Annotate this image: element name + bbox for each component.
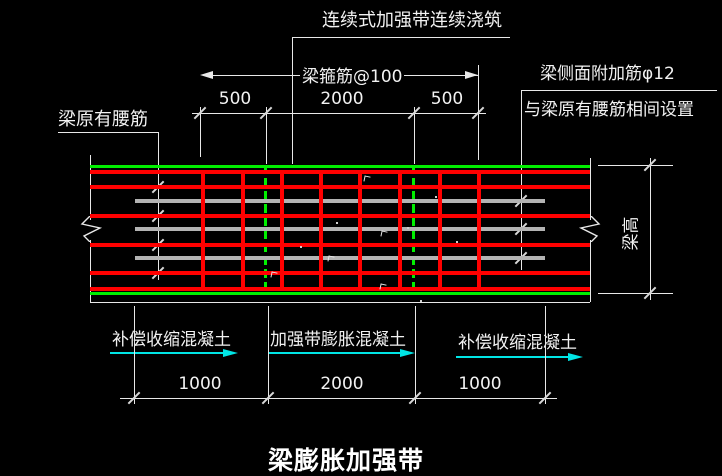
zone-left-arrow-icon: [223, 349, 238, 357]
stirrup-bar: [398, 170, 402, 291]
hook-mark-icon: [270, 271, 278, 279]
top-note-underline: [292, 37, 510, 38]
right-note-line2-label: 与梁原有腰筋相间设置: [524, 100, 694, 120]
left-note-underline: [58, 132, 159, 133]
ext-line-bottom-1: [134, 306, 135, 404]
zone-left-label: 补偿收缩混凝土: [112, 330, 231, 350]
speck: [336, 222, 338, 224]
added-side-bar: [135, 199, 545, 203]
stirrup-bar: [477, 170, 481, 291]
stirrup-bar: [241, 170, 245, 291]
dim-top-left: 500: [218, 89, 252, 109]
dim-bottom-left: 1000: [178, 374, 222, 394]
stirrup-dim-line-left: [203, 75, 300, 76]
speck: [300, 246, 302, 248]
stirrup-bar: [280, 170, 284, 291]
stirrup-bar: [438, 170, 442, 291]
drawing-title: 梁膨胀加强带: [268, 446, 425, 475]
beam-bottom-outline: [90, 302, 590, 303]
rebar-row: [90, 214, 590, 218]
added-side-bar: [135, 227, 545, 231]
rebar-row: [90, 185, 590, 189]
dim-top-right: 500: [430, 89, 464, 109]
left-note-leader-line: [158, 132, 159, 280]
rebar-row: [90, 271, 590, 275]
hook-mark-icon: [327, 255, 335, 263]
ext-line-bottom-2: [268, 306, 269, 404]
zone-right-label: 补偿收缩混凝土: [458, 333, 577, 353]
rebar-row: [90, 287, 590, 291]
top-dim-line: [192, 113, 486, 114]
zone-left-leader: [110, 352, 225, 354]
beam-height-ext-top: [598, 165, 673, 166]
speck: [456, 241, 458, 243]
speck: [420, 300, 422, 302]
stirrup-bar: [319, 170, 323, 291]
zone-right-leader: [456, 356, 570, 358]
beam-height-label: 梁高: [621, 216, 642, 251]
rebar-row: [90, 170, 590, 174]
stirrup-bar: [358, 170, 362, 291]
right-note-leader-line: [521, 90, 522, 270]
top-note-leader-line: [292, 37, 293, 164]
speck: [435, 196, 437, 198]
stirrup-note-label: 梁箍筋@100: [302, 67, 403, 87]
stirrup-bar: [201, 170, 205, 291]
ext-line-bottom-4: [545, 306, 546, 404]
left-note-label: 梁原有腰筋: [58, 109, 148, 130]
beam-height-dim-line: [650, 158, 651, 300]
break-symbol-right-icon: [578, 216, 601, 242]
hook-mark-icon: [379, 283, 387, 291]
beam-right-edge: [590, 158, 591, 220]
top-note-label: 连续式加强带连续浇筑: [322, 10, 502, 31]
speck: [407, 227, 409, 229]
dim-bottom-middle: 2000: [320, 374, 364, 394]
zone-middle-arrow-icon: [400, 349, 415, 357]
stirrup-dim-arrow-left-icon: [200, 71, 213, 79]
stirrup-dim-arrow-right-icon: [465, 71, 478, 79]
zone-middle-leader: [268, 352, 402, 354]
zone-right-arrow-icon: [568, 353, 583, 361]
rebar-row: [90, 243, 590, 247]
ext-line-top-3: [414, 107, 415, 164]
ext-line-bottom-3: [415, 306, 416, 404]
beam-bottom-green-line: [90, 292, 590, 295]
hook-mark-icon: [380, 230, 388, 238]
dim-bottom-right: 1000: [458, 374, 502, 394]
dim-top-middle: 2000: [320, 89, 364, 109]
zone-middle-label: 加强带膨胀混凝土: [270, 330, 406, 350]
beam-height-ext-bottom: [598, 293, 673, 294]
added-side-bar: [135, 256, 545, 260]
break-symbol-left-icon: [80, 216, 103, 242]
right-note-underline: [521, 90, 717, 91]
beam-top-green-line: [90, 165, 590, 168]
beam-right-edge: [590, 240, 591, 302]
ext-line-top-2: [266, 107, 267, 164]
hook-mark-icon: [363, 175, 371, 183]
ext-line-top-1: [200, 107, 201, 157]
right-note-line1-label: 梁侧面附加筋φ12: [540, 64, 675, 84]
stirrup-dim-line-right: [404, 75, 478, 76]
bottom-dim-line: [120, 398, 557, 399]
